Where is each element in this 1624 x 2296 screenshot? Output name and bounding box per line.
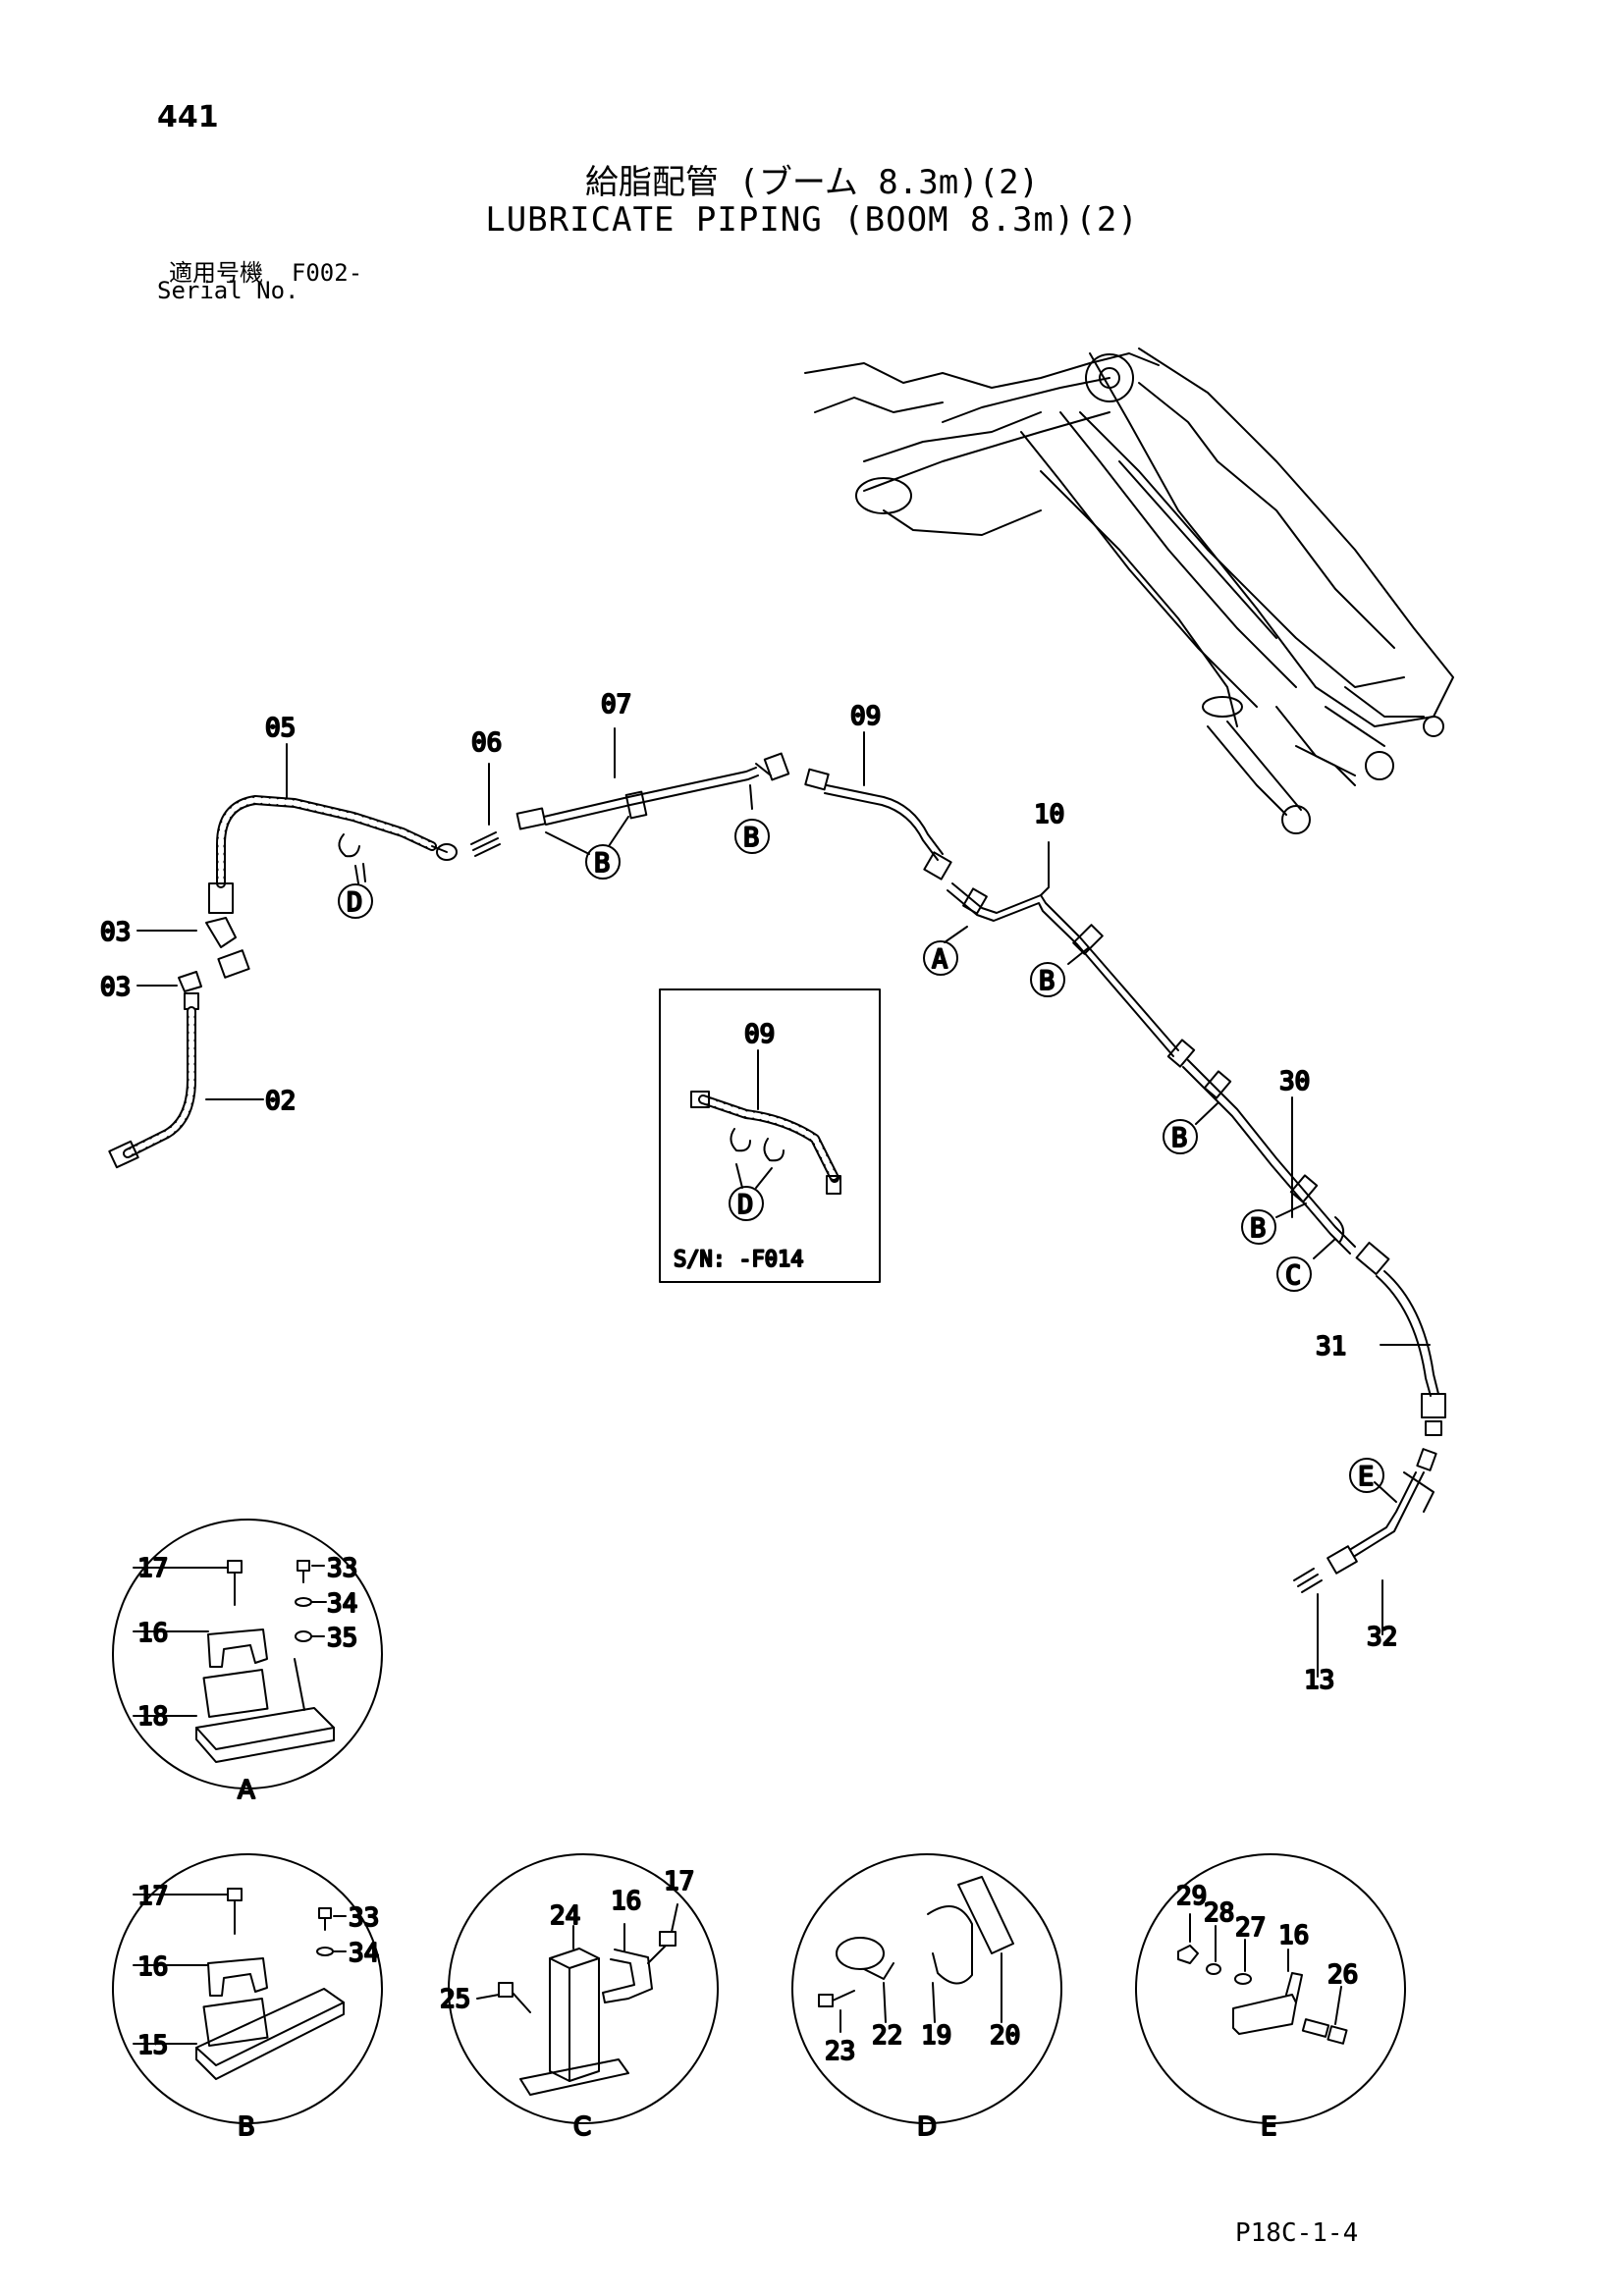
detail-c-part-17: 17 [664, 1867, 694, 1896]
detail-e-part-28: 28 [1204, 1898, 1234, 1928]
detail-a-part-34: 34 [327, 1589, 357, 1619]
detail-b-part-15: 15 [137, 2031, 168, 2060]
detail-a: 17 33 34 16 35 18 A [112, 1519, 383, 1806]
detail-c-label: C [573, 2112, 591, 2142]
svg-text:A: A [932, 944, 947, 975]
svg-text:B: B [594, 848, 610, 879]
callout-02: 02 [265, 1087, 296, 1116]
svg-text:B: B [743, 823, 759, 853]
svg-text:B: B [1171, 1123, 1187, 1153]
page-number: 441 [157, 100, 219, 134]
detail-d-part-22: 22 [872, 2021, 902, 2051]
marker-e: E [1349, 1458, 1384, 1493]
marker-d-main: D [338, 883, 373, 919]
detail-a-part-35: 35 [327, 1624, 357, 1653]
callout-06: 06 [471, 728, 502, 758]
serial-label-english: Serial No. [157, 277, 299, 304]
detail-d-part-23: 23 [825, 2037, 855, 2066]
detail-d-part-20: 20 [990, 2021, 1020, 2051]
serial-applicability: 適用号機 F002- [169, 253, 362, 288]
svg-text:C: C [1285, 1260, 1301, 1291]
hose-02-drawing [108, 1006, 196, 1169]
inset-callout-09: 09 [744, 1020, 775, 1049]
callout-31: 31 [1316, 1332, 1346, 1362]
detail-a-part-33: 33 [327, 1554, 357, 1583]
marker-pointers [354, 784, 1397, 1503]
callout-07: 07 [601, 690, 631, 720]
detail-e-part-26: 26 [1327, 1960, 1358, 1990]
leader-lines [136, 727, 1431, 1678]
callout-10: 10 [1034, 800, 1064, 829]
marker-b-10: B [1030, 962, 1065, 997]
detail-b: 17 33 34 16 15 B [112, 1853, 383, 2143]
callout-09: 09 [850, 702, 881, 731]
detail-a-part-17: 17 [137, 1554, 168, 1583]
detail-a-label: A [238, 1776, 255, 1805]
serial-value: F002- [291, 259, 363, 287]
detail-b-part-16: 16 [137, 1952, 168, 1982]
detail-d: 22 23 19 20 D [791, 1853, 1062, 2143]
detail-c-part-16: 16 [611, 1887, 641, 1916]
detail-b-part-33: 33 [349, 1903, 379, 1933]
detail-e: 29 28 27 16 26 E [1135, 1853, 1406, 2143]
callout-05: 05 [265, 714, 296, 743]
detail-b-label: B [238, 2112, 255, 2142]
pipe-32-drawing [1293, 1448, 1437, 1593]
inset-sn-f014: 09 D S/N: -F014 [659, 988, 881, 1283]
inset-serial-note: S/N: -F014 [674, 1248, 803, 1272]
detail-e-part-27: 27 [1235, 1913, 1266, 1943]
detail-c-part-24: 24 [550, 1901, 580, 1931]
boom-assembly-drawing [804, 347, 1454, 834]
page-footer-code: P18C-1-4 [1235, 2218, 1359, 2248]
marker-b-07-left: B [585, 844, 621, 880]
detail-d-label: D [917, 2112, 937, 2142]
marker-b-30-lower: B [1241, 1209, 1276, 1245]
detail-b-part-34: 34 [349, 1939, 379, 1968]
detail-a-part-16: 16 [137, 1619, 168, 1648]
marker-a: A [923, 940, 958, 976]
callout-30: 30 [1279, 1067, 1310, 1096]
callout-13: 13 [1304, 1666, 1334, 1695]
pipe-10-drawing [947, 882, 1179, 1057]
hose-05-drawing [208, 795, 458, 914]
detail-e-part-29: 29 [1176, 1882, 1207, 1911]
detail-a-part-18: 18 [137, 1702, 168, 1732]
page-title-english: LUBRICATE PIPING (BOOM 8.3m)(2) [485, 200, 1139, 240]
svg-text:E: E [1358, 1462, 1374, 1492]
marker-b-07-right: B [734, 819, 770, 854]
detail-e-label: E [1261, 2112, 1276, 2142]
detail-e-part-16: 16 [1278, 1921, 1309, 1950]
svg-text:B: B [1039, 966, 1055, 996]
detail-b-part-17: 17 [137, 1882, 168, 1911]
marker-c: C [1276, 1256, 1312, 1292]
callout-32: 32 [1367, 1623, 1397, 1652]
pipe-30-drawing [1166, 1039, 1356, 1255]
fitting-06-drawing [470, 831, 501, 857]
inset-marker-d: D [737, 1190, 753, 1220]
detail-c: 24 16 17 25 C [439, 1853, 719, 2143]
fitting-03-drawing [178, 917, 250, 1010]
detail-d-part-19: 19 [921, 2021, 951, 2051]
svg-text:B: B [1250, 1213, 1266, 1244]
svg-text:D: D [347, 887, 362, 918]
pipe-09-drawing [804, 768, 952, 881]
callout-03-lower: 03 [100, 973, 131, 1002]
page-title-japanese: 給脂配管 (ブーム 8.3m)(2) [584, 163, 1040, 202]
pipe-07-drawing [515, 752, 790, 830]
hose-31-drawing [1355, 1241, 1446, 1436]
serial-label-japanese: 適用号機 [169, 259, 263, 287]
callout-03-upper: 03 [100, 918, 131, 947]
marker-b-30-upper: B [1163, 1119, 1198, 1154]
detail-c-part-25: 25 [440, 1985, 470, 2014]
